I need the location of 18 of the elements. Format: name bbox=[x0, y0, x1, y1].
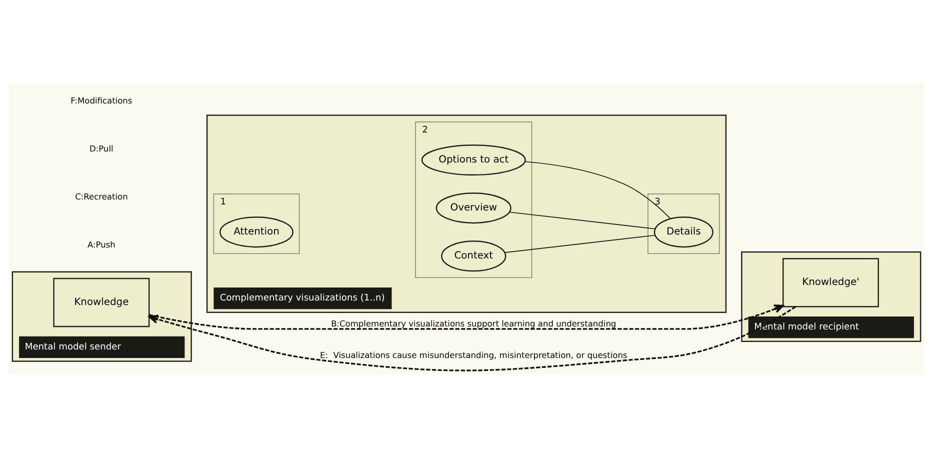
label: C:Recreation bbox=[75, 191, 128, 202]
arrow bbox=[148, 306, 796, 372]
connector bbox=[524, 161, 671, 219]
node-ellipse: Options to act bbox=[421, 144, 526, 176]
edge-label: B:Complementary visualizations support learning and understanding bbox=[331, 318, 616, 328]
edge-label: E: Visualizations cause misunderstanding, misinterpretation, or questions bbox=[320, 350, 628, 360]
node-ellipse: Attention bbox=[220, 216, 294, 248]
arrow bbox=[149, 304, 784, 330]
connector bbox=[504, 234, 656, 253]
label: F:Modifications bbox=[70, 95, 132, 106]
node-ellipse: Details bbox=[654, 216, 714, 248]
node-ellipse: Overview bbox=[436, 192, 512, 224]
label: D:Pull bbox=[90, 143, 114, 154]
node-box: Knowledge bbox=[53, 278, 150, 328]
connector bbox=[509, 212, 656, 230]
node-ellipse: Context bbox=[441, 240, 506, 272]
node-box: Knowledge' bbox=[782, 258, 879, 308]
label: A:Push bbox=[87, 239, 116, 250]
